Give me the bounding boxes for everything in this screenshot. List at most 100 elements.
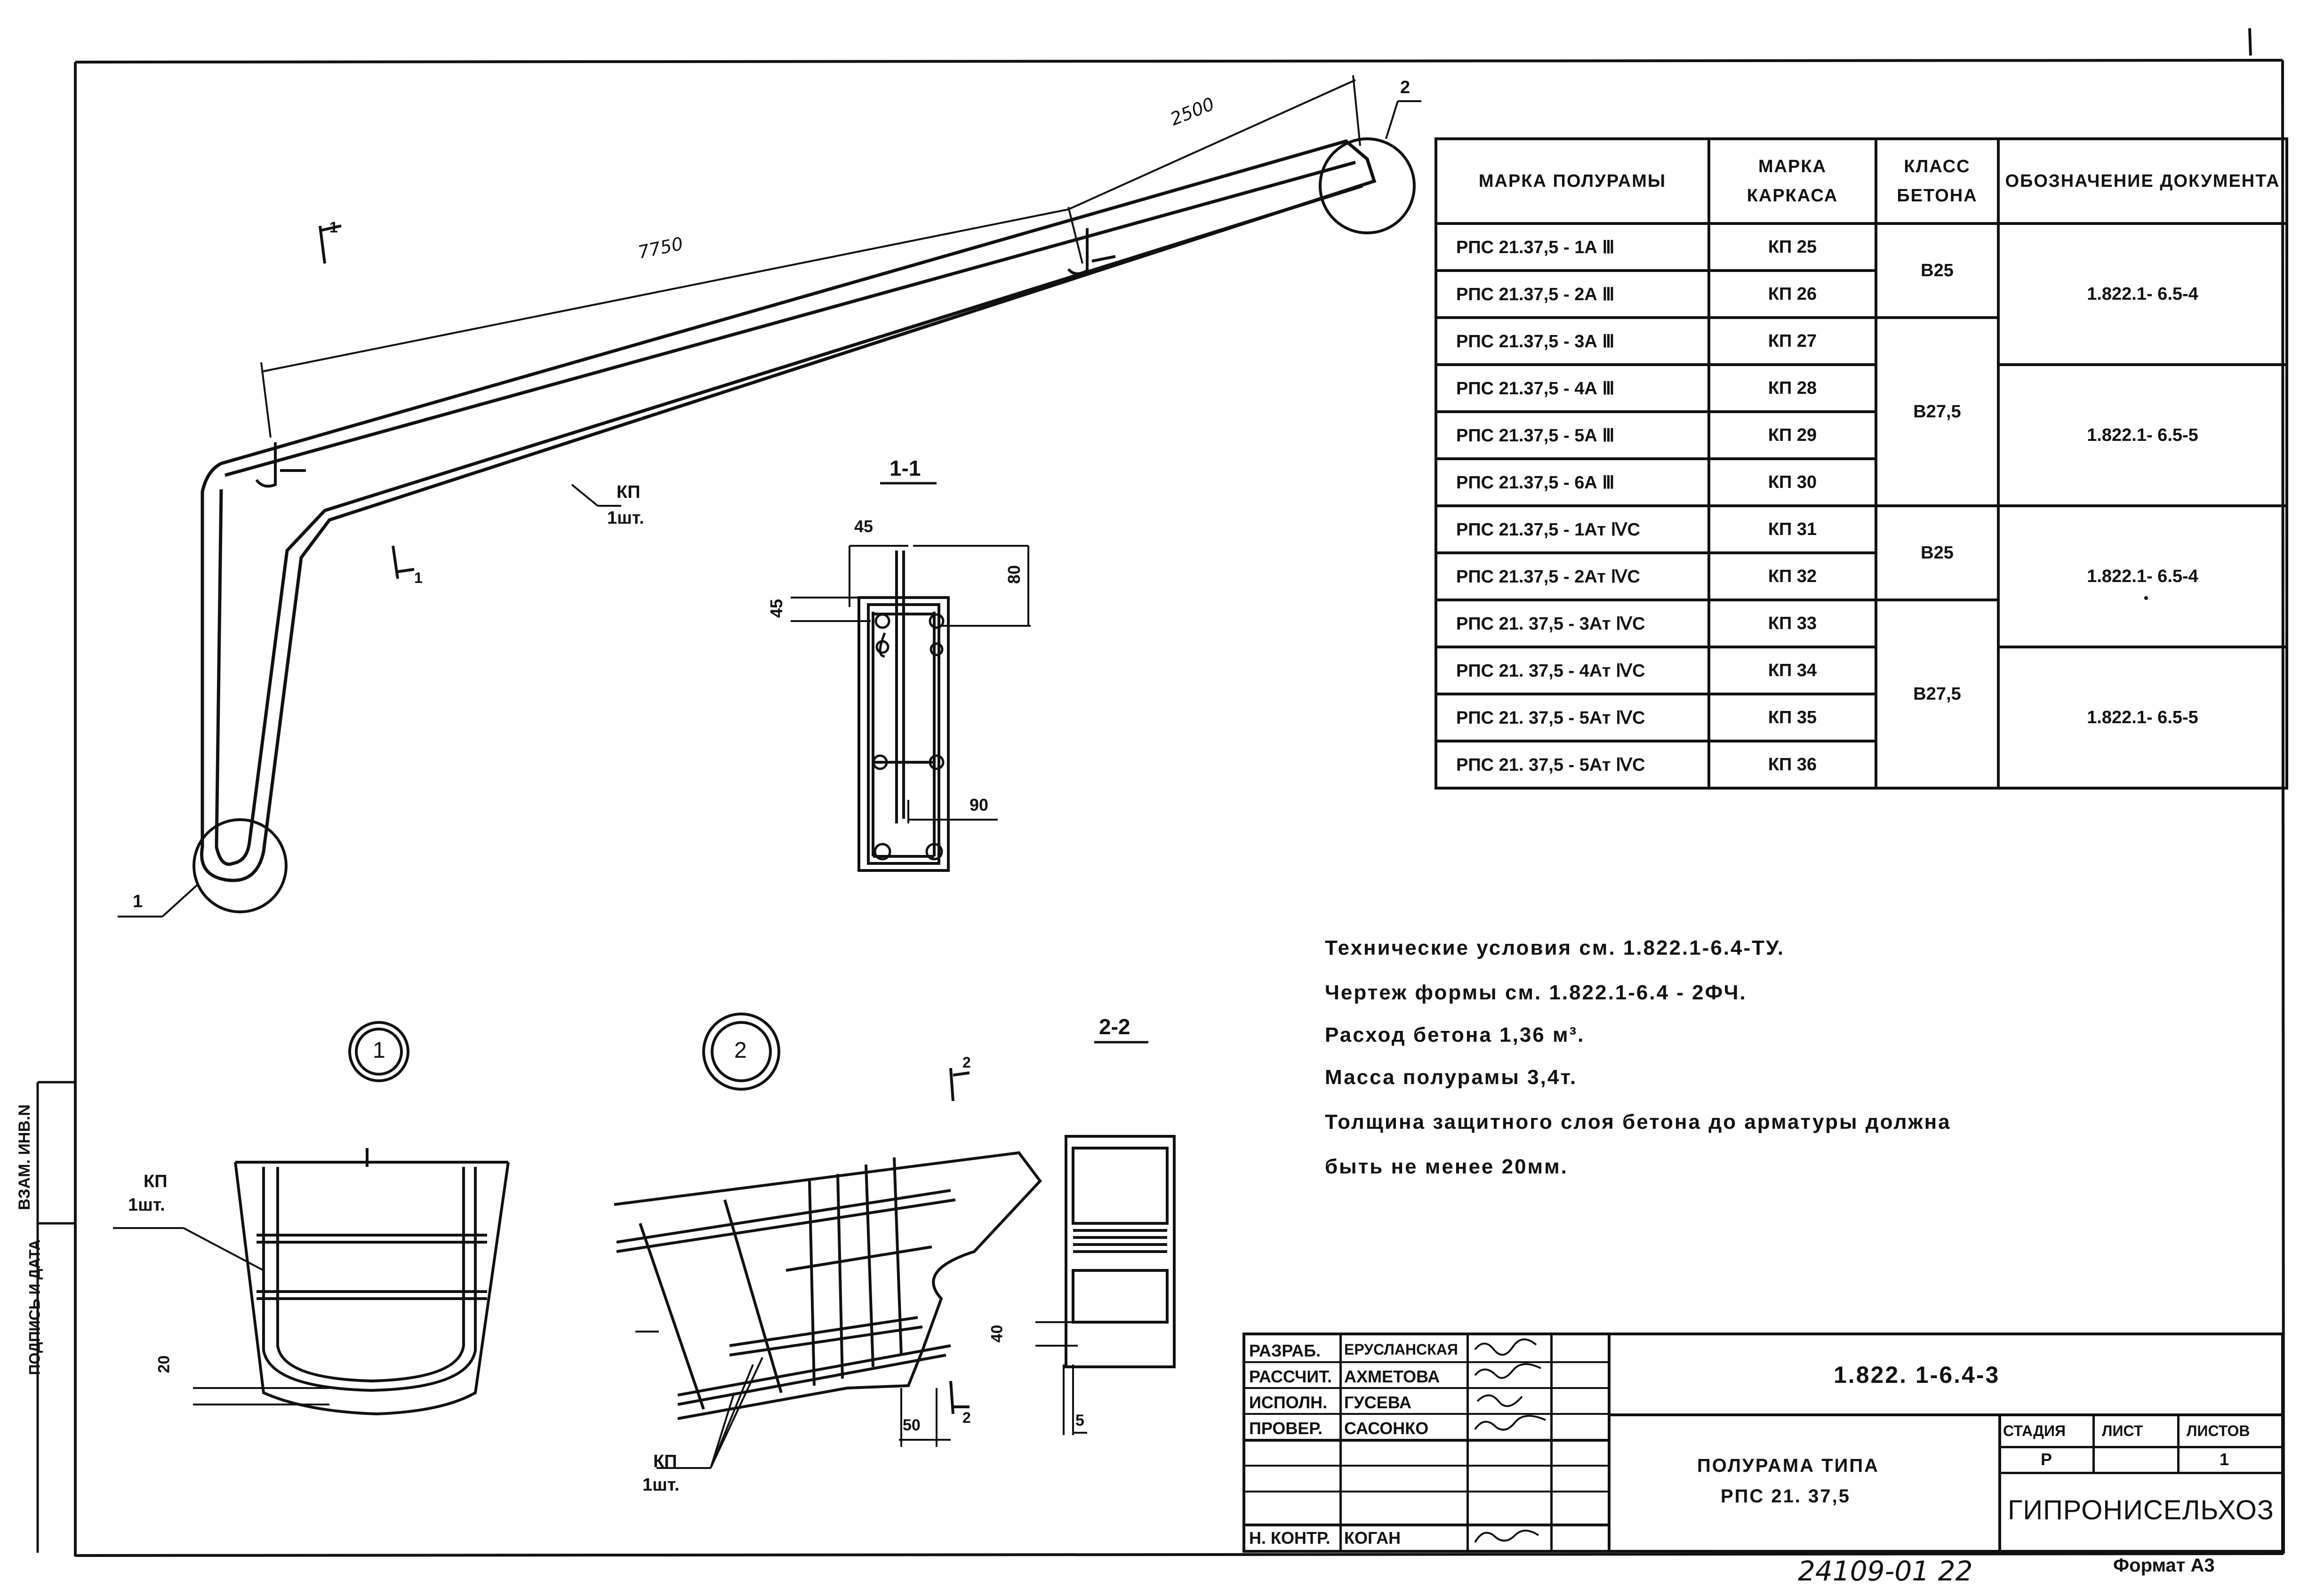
cell-klass: В27,5 <box>1875 316 2000 507</box>
dimension-7750 <box>260 207 1083 438</box>
note-tu: Технические условия см. 1.822.1-6.4-ТУ. <box>1325 936 1785 959</box>
cell-karkas: КП 26 <box>1707 269 1877 319</box>
cell-mark: РПС 21.37,5 - 6А Ⅲ <box>1434 457 1710 507</box>
role-razrab: РАЗРАБ. <box>1249 1341 1321 1360</box>
detail-1-kp-label: КП <box>144 1172 168 1191</box>
detail-2-outline <box>614 1151 1042 1420</box>
cell-mark: РПС 21. 37,5 - 5Ат ⅣС <box>1434 740 1710 790</box>
cell-karkas: КП 33 <box>1707 598 1877 648</box>
detail-2-number: 2 <box>734 1038 747 1063</box>
header-mark-poluramy: МАРКА ПОЛУРАМЫ <box>1434 137 1710 225</box>
detail-2-dim-50: 50 <box>903 1416 921 1434</box>
name-akhmetova: АХМЕТОВА <box>1344 1367 1440 1386</box>
section-mark-1-top: 1 <box>329 219 338 236</box>
table-header-row: МАРКА ПОЛУРАМЫ МАРКА КАРКАСА КЛАСС БЕТОН… <box>1434 137 2288 225</box>
name-guseva: ГУСЕВА <box>1344 1393 1412 1412</box>
detail-1-dim-20: 20 <box>155 1355 173 1373</box>
cell-mark: РПС 21.37,5 - 3А Ⅲ <box>1434 316 1710 366</box>
note-raskhod: Расход бетона 1,36 м³. <box>1325 1023 1585 1046</box>
table-row: РПС 21.37,5 - 2Ат ⅣС КП 32 <box>1434 551 2287 601</box>
section-2-2-title: 2-2 <box>1099 1014 1130 1039</box>
detail-2-ring-inner <box>711 1021 772 1082</box>
table-row: РПС 21.37,5 - 3А Ⅲ КП 27 В27,5 <box>1434 316 2287 507</box>
dimension-2500 <box>1068 75 1361 210</box>
section-mark-2-bottom: 2 <box>962 1409 971 1426</box>
cell-karkas: КП 30 <box>1707 457 1877 507</box>
callout-circle-2 <box>1319 137 1416 234</box>
note-chertezh: Чертеж формы см. 1.822.1-6.4 - 2ФЧ. <box>1325 981 1747 1004</box>
cell-karkas: КП 35 <box>1707 693 1877 742</box>
cell-karkas: КП 27 <box>1707 316 1877 366</box>
section-mark-1-bottom: 1 <box>414 569 423 586</box>
section-1-1-dim-80: 80 <box>1004 565 1024 584</box>
cell-mark: РПС 21.37,5 - 5А Ⅲ <box>1434 410 1710 460</box>
detail-2-ring-outer <box>702 1013 780 1091</box>
note-massa: Масса полурамы 3,4т. <box>1325 1066 1578 1089</box>
cell-karkas: КП 36 <box>1707 740 1877 790</box>
half-frame-outline <box>200 139 1377 882</box>
section-2-2-dim-40: 40 <box>988 1325 1006 1343</box>
cell-karkas: КП 28 <box>1707 363 1877 413</box>
cell-karkas: КП 25 <box>1707 222 1877 272</box>
section-1-1-dim-45-top: 45 <box>854 517 874 536</box>
marks-table: МАРКА ПОЛУРАМЫ МАРКА КАРКАСА КЛАСС БЕТОН… <box>1434 137 2288 790</box>
detail-1-dims <box>113 1227 329 1405</box>
cell-mark: РПС 21.37,5 - 2Ат ⅣС <box>1434 551 1710 601</box>
callout-label-1: 1 <box>133 892 143 911</box>
stadia-label: СТАДИЯ <box>2003 1422 2066 1439</box>
cell-mark: РПС 21.37,5 - 1А Ⅲ <box>1434 222 1710 272</box>
table-dot-marker: • <box>2144 591 2148 605</box>
listov-value: 1 <box>2220 1450 2229 1469</box>
doc-code: 1.822. 1-6.4-3 <box>1834 1362 2000 1388</box>
table-row: РПС 21.37,5 - 6А Ⅲ КП 30 <box>1434 457 2287 507</box>
role-prover: ПРОВЕР. <box>1249 1419 1323 1438</box>
inventory-number: 24109-01 22 <box>1798 1555 1973 1587</box>
cell-doc: 1.822.1- 6.5-5 <box>1997 646 2288 790</box>
cell-mark: РПС 21. 37,5 - 3Ат ⅣС <box>1434 598 1710 648</box>
table-row: РПС 21. 37,5 - 5Ат ⅣС КП 36 <box>1434 740 2287 790</box>
detail-2-kp-label: КП <box>653 1452 677 1471</box>
format-label: Формат А3 <box>2113 1555 2215 1576</box>
lifting-loops <box>255 228 1116 488</box>
name-eruslanskaya: ЕРУСЛАНСКАЯ <box>1344 1341 1458 1358</box>
cell-doc: 1.822.1- 6.5-4 <box>1997 504 2288 648</box>
side-stamp-vzam: ВЗАМ. ИНВ.N <box>15 1104 33 1210</box>
cell-mark: РПС 21.37,5 - 2А Ⅲ <box>1434 269 1710 319</box>
callout-leaders <box>118 100 1421 918</box>
section-1-1-dims <box>791 545 1031 823</box>
table-row: РПС 21.37,5 - 4А Ⅲ КП 28 1.822.1- 6.5-5 <box>1434 363 2288 507</box>
detail-2-dims <box>635 1331 951 1469</box>
kp-count-main: 1шт. <box>607 508 644 528</box>
section-1-1-title: 1-1 <box>890 456 921 480</box>
kp-label-main: КП <box>617 482 641 502</box>
table-row: РПС 21.37,5 - 1А Ⅲ КП 25 В25 1.822.1- 6.… <box>1434 222 2288 366</box>
cell-doc: 1.822.1- 6.5-4 <box>1997 222 2288 366</box>
detail-1-ring-inner <box>355 1028 403 1076</box>
cell-mark: РПС 21. 37,5 - 5Ат ⅣС <box>1434 693 1710 742</box>
name-sasonko: САСОНКО <box>1344 1419 1429 1438</box>
detail-2-kp-count: 1шт. <box>642 1475 680 1495</box>
header-klass-betona: КЛАСС БЕТОНА <box>1875 137 2000 225</box>
name-kogan: КОГАН <box>1344 1528 1401 1548</box>
role-rasschit: РАССЧИТ. <box>1249 1367 1332 1386</box>
signatures <box>1474 1338 1546 1543</box>
cell-karkas: КП 31 <box>1707 504 1877 554</box>
role-n-kontr: Н. КОНТР. <box>1249 1528 1330 1548</box>
cell-karkas: КП 34 <box>1707 646 1877 695</box>
note-ne-menee: быть не менее 20мм. <box>1325 1155 1568 1178</box>
table-row: РПС 21. 37,5 - 4Ат ⅣС КП 34 1.822.1- 6.5… <box>1434 646 2288 790</box>
cell-karkas: КП 32 <box>1707 551 1877 601</box>
detail-1-ring-outer <box>348 1021 409 1082</box>
table-row: РПС 21. 37,5 - 3Ат ⅣС КП 33 В27,5 <box>1434 598 2287 790</box>
side-stamp-podpis: ПОДПИСЬ И ДАТА <box>26 1239 43 1375</box>
role-ispoln: ИСПОЛН. <box>1249 1393 1328 1412</box>
stadia-value: Р <box>2041 1450 2052 1469</box>
section-1-1-dim-45-left: 45 <box>767 598 786 618</box>
side-stamp-frame <box>36 1081 75 1553</box>
section-2-2-dim-5: 5 <box>1075 1412 1084 1429</box>
note-tolshchina: Толщина защитного слоя бетона до арматур… <box>1325 1110 1951 1133</box>
cell-klass: В27,5 <box>1875 598 2000 790</box>
cell-mark: РПС 21.37,5 - 4А Ⅲ <box>1434 363 1710 413</box>
callout-circle-1 <box>192 818 288 913</box>
